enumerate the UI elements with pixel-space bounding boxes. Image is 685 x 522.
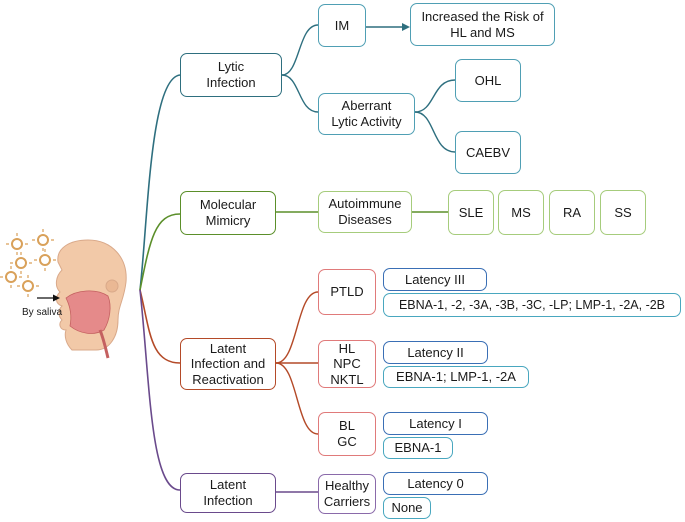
molecular-mimicry-box: Molecular Mimicry <box>180 191 276 235</box>
virus-icon <box>39 254 51 266</box>
disease-sle-box: SLE <box>448 190 494 235</box>
link-react-bl <box>275 362 319 435</box>
latency-i-box: Latency I <box>383 412 488 435</box>
virus-icon <box>11 238 23 250</box>
latency-ii-box: Latency II <box>383 341 488 364</box>
link-aberrant-ohl <box>414 79 456 113</box>
disease-ss-box: SS <box>600 190 646 235</box>
healthy-carriers-box: Healthy Carriers <box>318 474 376 514</box>
by-saliva-label: By saliva <box>22 307 63 318</box>
link-aberrant-caebv <box>414 111 456 153</box>
virus-particles <box>5 234 51 292</box>
head-illustration <box>37 239 127 359</box>
caebv-box: CAEBV <box>455 131 521 174</box>
latency-i-genes-box: EBNA-1 <box>383 437 453 459</box>
link-lytic-im <box>281 24 319 76</box>
trunk-lytic <box>139 74 181 291</box>
latency-ii-genes-box: EBNA-1; LMP-1, -2A <box>383 366 529 388</box>
virus-icon <box>5 271 17 283</box>
virus-icon <box>37 234 49 246</box>
ohl-box: OHL <box>455 59 521 102</box>
throat <box>98 329 110 359</box>
risk-box: Increased the Risk of HL and MS <box>410 3 555 46</box>
disease-ms-box: MS <box>498 190 544 235</box>
trunk-latent-react <box>139 289 181 364</box>
bl-gc-box: BL GC <box>318 412 376 456</box>
lytic-infection-box: Lytic Infection <box>180 53 282 97</box>
trunk-latent <box>139 289 181 491</box>
latency-0-genes-box: None <box>383 497 431 519</box>
latency-0-box: Latency 0 <box>383 472 488 495</box>
ear <box>105 279 119 293</box>
latent-infection-box: Latent Infection <box>180 473 276 513</box>
saliva-arrow-head <box>53 294 60 302</box>
link-lytic-aberrant <box>281 74 319 113</box>
im-box: IM <box>318 4 366 47</box>
latency-iii-box: Latency III <box>383 268 487 291</box>
trunk-mimicry <box>139 213 181 291</box>
aberrant-lytic-box: Aberrant Lytic Activity <box>318 93 415 135</box>
latent-reactivation-box: Latent Infection and Reactivation <box>180 338 276 390</box>
autoimmune-box: Autoimmune Diseases <box>318 191 412 233</box>
virus-icon <box>15 257 27 269</box>
mouth-cavity <box>65 290 111 334</box>
ptld-box: PTLD <box>318 269 376 315</box>
virus-spikes <box>0 229 56 297</box>
virus-icon <box>22 280 34 292</box>
disease-ra-box: RA <box>549 190 595 235</box>
link-react-ptld <box>275 291 319 364</box>
hl-npc-nktl-box: HL NPC NKTL <box>318 340 376 388</box>
latency-iii-genes-box: EBNA-1, -2, -3A, -3B, -3C, -LP; LMP-1, -… <box>383 293 681 317</box>
arrow-head <box>402 23 410 31</box>
